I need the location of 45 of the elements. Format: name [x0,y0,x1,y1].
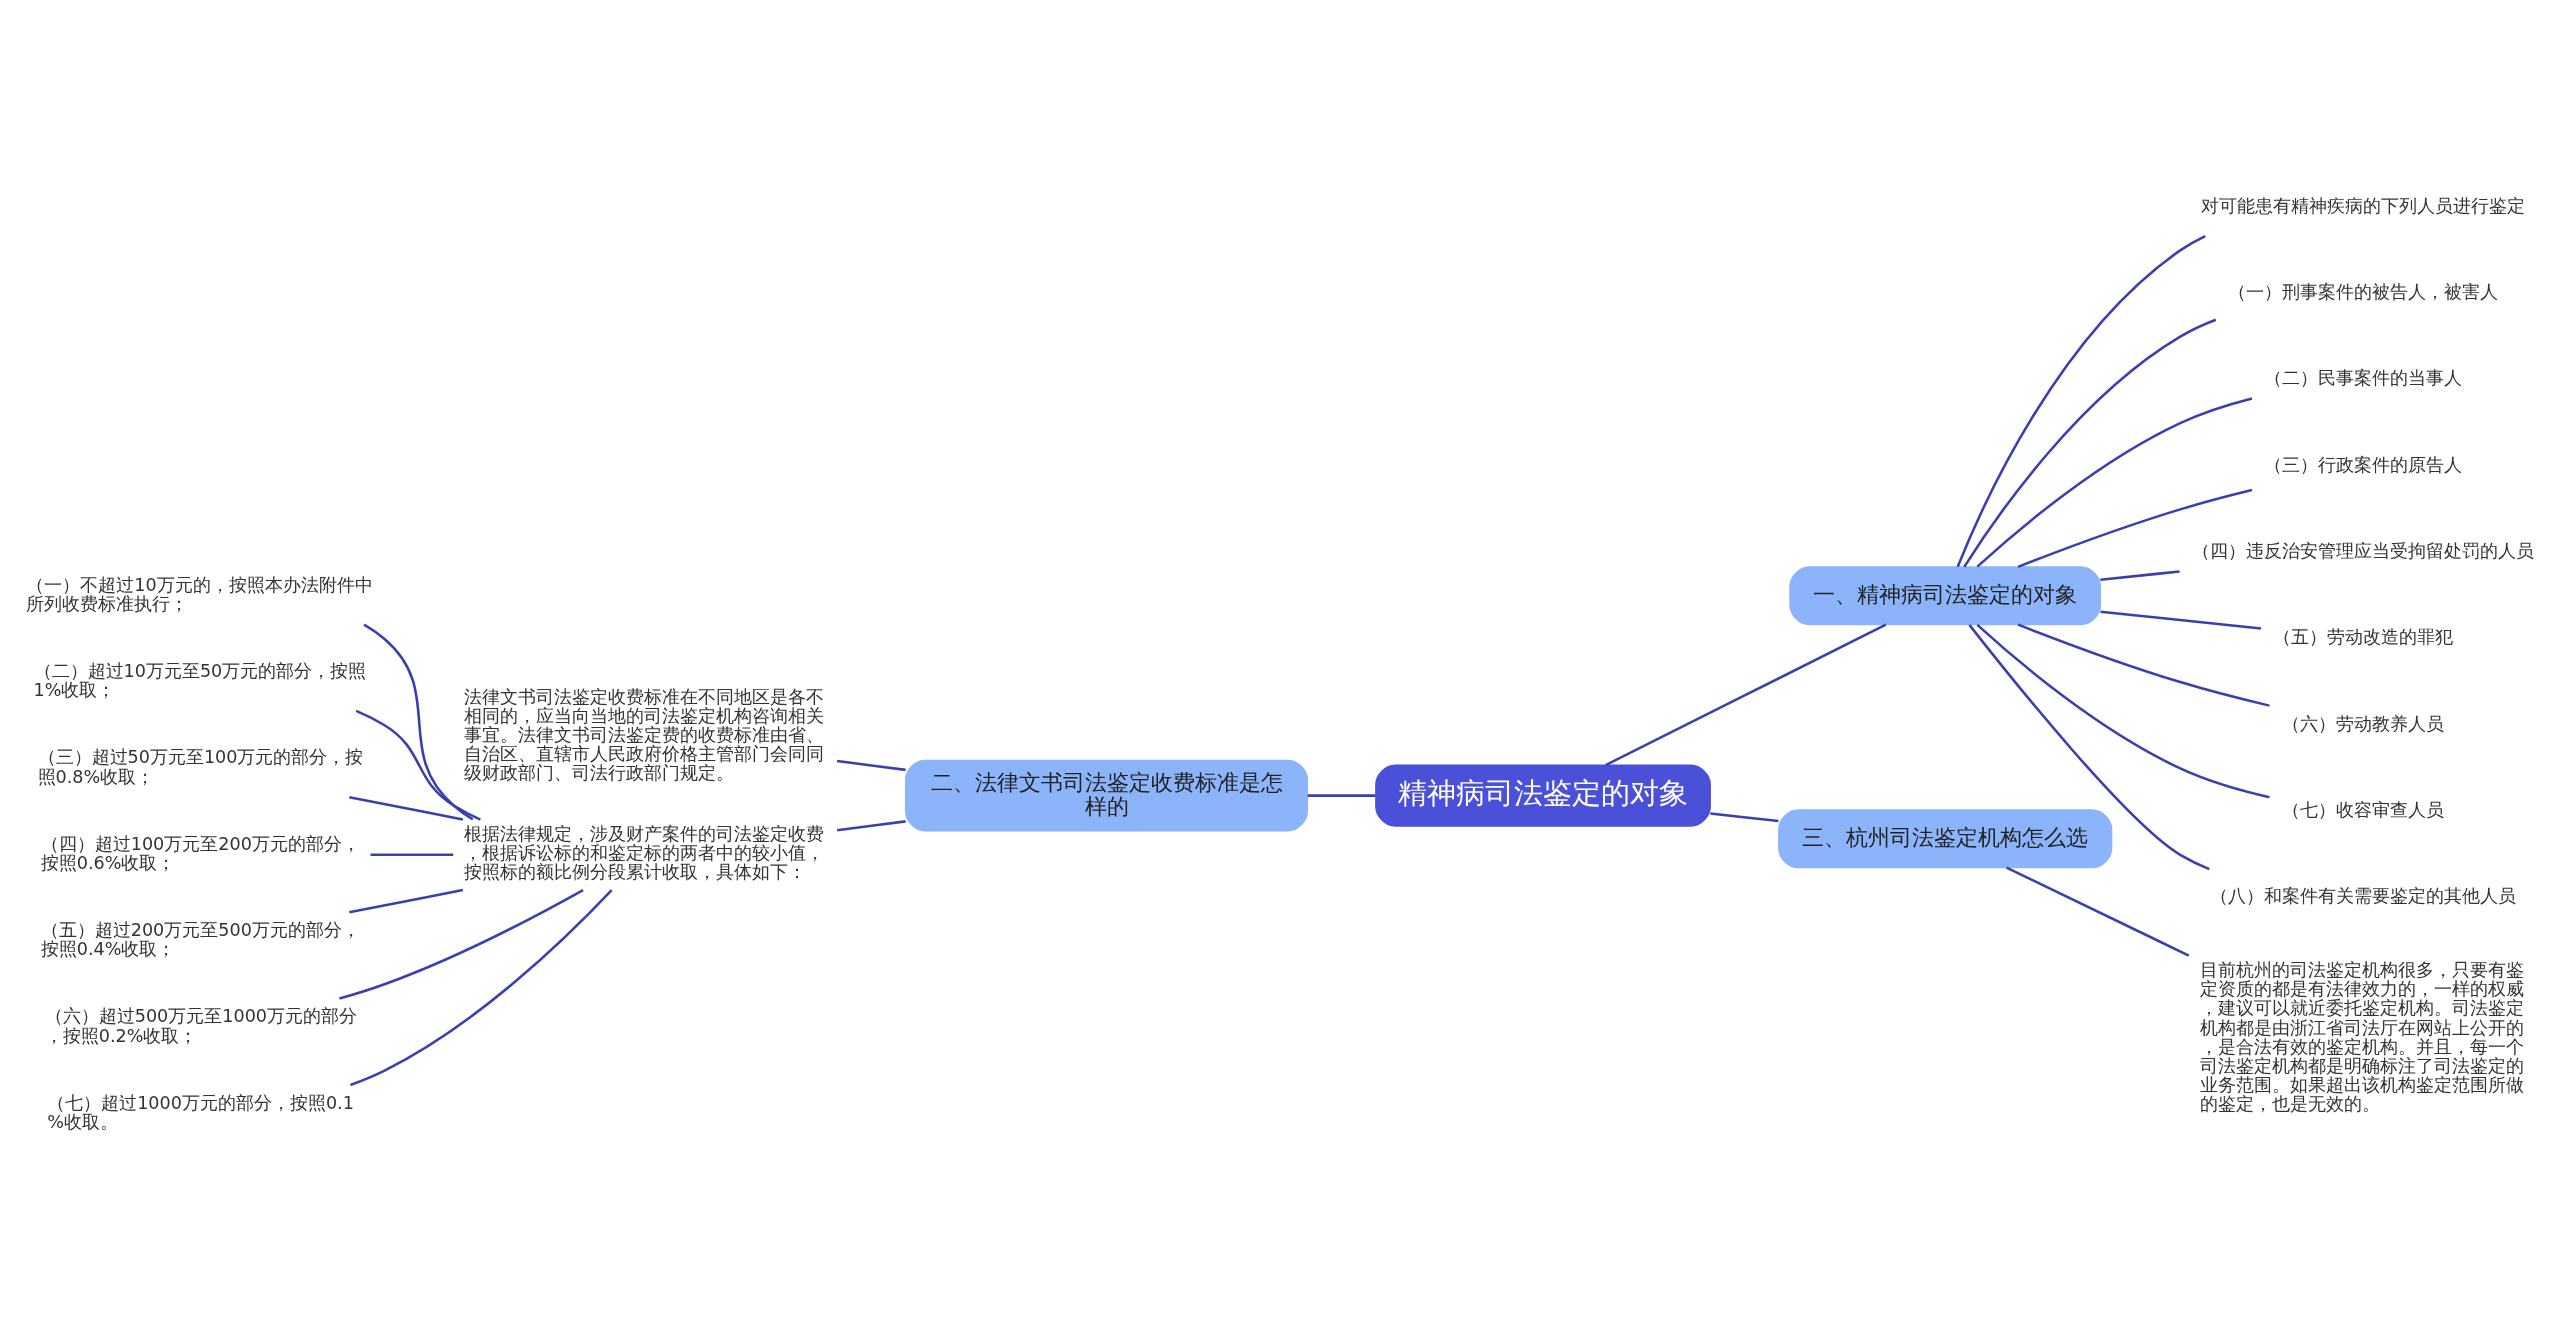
node-text: （二）超过10万元至50万元的部分，按照1%收取； [33,660,367,701]
node-text: （八）和案件有关需要鉴定的其他人员 [2209,886,2516,907]
connector [1963,318,2217,568]
connector [2006,866,2190,957]
connector [2100,610,2262,630]
node-text: （三）行政案件的原告人 [2263,454,2462,475]
connector [350,889,613,1087]
node-text: （四）违反治安管理应当受拘留处罚的人员 [2191,541,2534,562]
connector [1307,794,1376,797]
node-text: （五）超过200万元至500万元的部分，按照0.4%收取； [40,920,360,960]
node-text: （二）民事案件的当事人 [2263,368,2462,389]
connector [1968,624,2210,871]
connector [349,796,464,821]
node-text: 对可能患有精神疾病的下列人员进行鉴定 [2200,195,2525,216]
connector [1605,623,1887,767]
connector [1956,234,2206,568]
node-text: 根据法律规定，涉及财产案件的司法鉴定收费，根据诉讼标的和鉴定标的两者中的较小值，按照标的额比例分段累计收取，具体如下： [464,824,825,883]
node-text: （七）超过1000万元的部分，按照0.1%收取。 [47,1092,354,1132]
connector [2017,623,2270,707]
connector [1976,397,2253,568]
connector [363,623,474,821]
connector [2017,488,2253,569]
connector [370,853,454,857]
connector [1976,623,2270,799]
node-box: 精神病司法鉴定的对象 [1375,764,1711,827]
node-text: （六）超过500万元至1000万元的部分，按照0.2%收取； [44,1006,358,1046]
node-text: 目前杭州的司法鉴定机构很多，只要有鉴定资质的都是有法律效力的，一样的权威，建议可以就近委托鉴定机构。司法鉴定机构都是由浙江省司法厅在网站上公开的，是合法有效的鉴定机构。并且，每一个司法鉴定机构都是明确标注了司法鉴定的业务范围。如果超出该机构鉴定范围所做的鉴定，也是无效的。 [2200,959,2525,1115]
connector [836,759,906,772]
connector [2100,570,2180,581]
node-text: （七）收容审查人员 [2281,800,2444,821]
connector [349,888,464,914]
connector [836,820,906,832]
node-text: （一）不超过10万元的，按照本办法附件中所列收费标准执行； [26,574,373,614]
connector [1710,812,1779,823]
connector [355,709,481,821]
node-text: （六）劳动教养人员 [2281,713,2444,734]
node-text: 法律文书司法鉴定收费标准在不同地区是各不相同的，应当向当地的司法鉴定机构咨询相关事宜。法律文书司法鉴定费的收费标准由省、自治区、直辖市人民政府价格主管部门会同同级财政部门、司法行政部门规定。 [464,686,825,784]
connector [339,888,584,1000]
node-text: （五）劳动改造的罪犯 [2272,627,2453,648]
node-text: （四）超过100万元至200万元的部分，按照0.6%收取； [40,833,360,873]
node-text: （一）刑事案件的被告人，被害人 [2227,282,2498,302]
node-box: 一、精神病司法鉴定的对象 [1789,566,2102,626]
node-text: （三）超过50万元至100万元的部分，按照0.8%收取； [37,747,364,787]
node-box: 二、法律文书司法鉴定收费标准是怎样的 [905,759,1308,832]
node-box: 三、杭州司法鉴定机构怎么选 [1778,809,2113,869]
